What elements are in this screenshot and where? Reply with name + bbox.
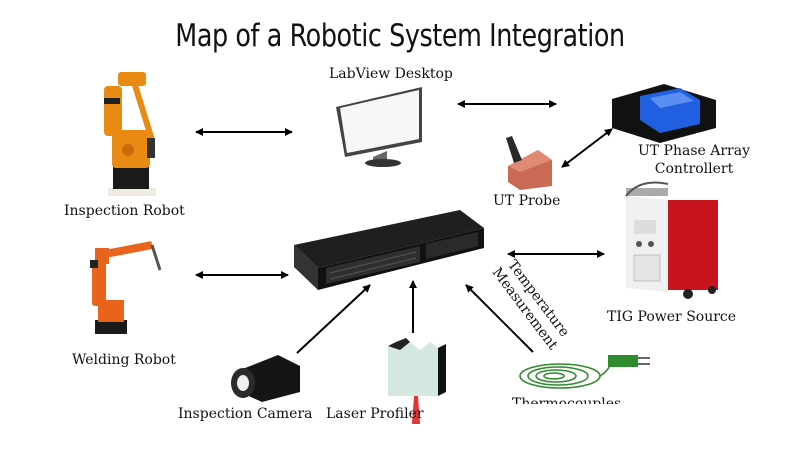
- arrow-thermocouple-switch: [465, 284, 534, 353]
- inspection-robot-icon: [104, 72, 156, 196]
- label-ut-controller: UT Phase Array Controllert: [634, 142, 754, 178]
- tig-power-source-icon: [625, 181, 718, 299]
- laser-profiler-icon: [388, 338, 446, 424]
- ut-probe-icon: [506, 136, 552, 190]
- label-thermocouples: Thermocouples: [512, 396, 622, 404]
- thermocouple-icon: [519, 355, 650, 389]
- network-switch-icon: [294, 210, 484, 290]
- label-laser-profiler: Laser Profiler: [326, 406, 424, 422]
- label-ut-controller-line1: UT Phase Array: [637, 143, 751, 159]
- arrow-ut-probe-ut-controller: [561, 128, 613, 168]
- label-labview-desktop: LabView Desktop: [329, 66, 453, 82]
- ut-controller-icon: [612, 84, 716, 143]
- welding-robot-icon: [90, 241, 162, 334]
- label-tig-power-source: TIG Power Source: [607, 309, 737, 325]
- desktop-monitor-icon: [336, 87, 422, 167]
- label-ut-probe: UT Probe: [493, 193, 561, 209]
- arrow-camera-switch: [296, 284, 371, 354]
- label-inspection-robot: Inspection Robot: [64, 203, 185, 219]
- label-welding-robot: Welding Robot: [72, 352, 176, 368]
- inspection-camera-icon: [231, 355, 300, 402]
- label-ut-controller-line2: Controllert: [654, 161, 734, 177]
- label-inspection-camera: Inspection Camera: [178, 406, 313, 422]
- diagram-title: Map of a Robotic System Integration: [175, 18, 625, 54]
